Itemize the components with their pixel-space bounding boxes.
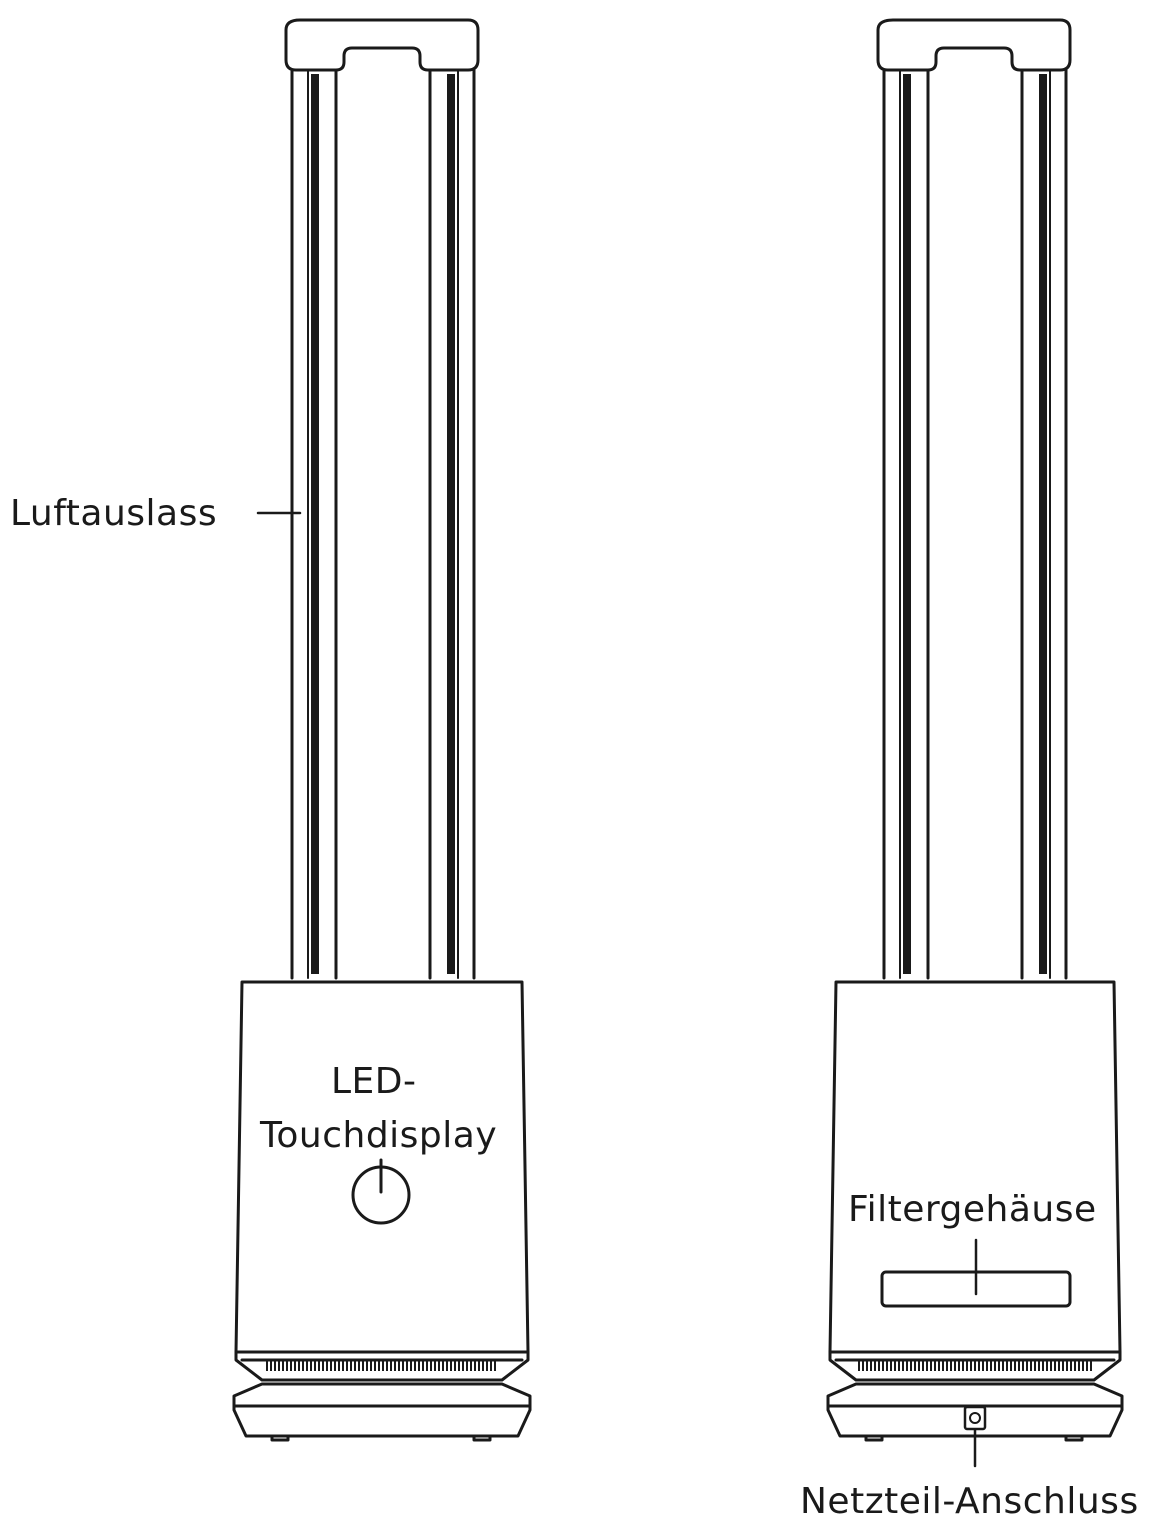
touch-display-label-line2: Touchdisplay — [260, 1115, 498, 1156]
rear-base-body — [828, 980, 1122, 1354]
front-grille-band — [234, 1350, 530, 1382]
rear-grille-band — [828, 1350, 1122, 1382]
power-connector-label: Netzteil-Anschluss — [800, 1481, 1139, 1522]
rear-view-tower — [826, 18, 1124, 1442]
socket-icon — [963, 1405, 987, 1431]
touch-display-label-line1: LED- — [331, 1061, 417, 1102]
front-view-tower — [232, 18, 532, 1442]
front-left-column — [290, 68, 338, 980]
rear-foot-plate — [826, 1382, 1124, 1438]
rear-left-column — [882, 68, 930, 980]
power-icon — [351, 1158, 411, 1225]
filter-housing-label: Filtergehäuse — [848, 1189, 1097, 1230]
front-foot-plate — [232, 1382, 532, 1438]
air-outlet-label: Luftauslass — [10, 493, 218, 534]
front-right-column — [428, 68, 476, 980]
rear-top-handle — [876, 18, 1072, 72]
front-top-handle — [284, 18, 480, 72]
rear-right-column — [1020, 68, 1068, 980]
